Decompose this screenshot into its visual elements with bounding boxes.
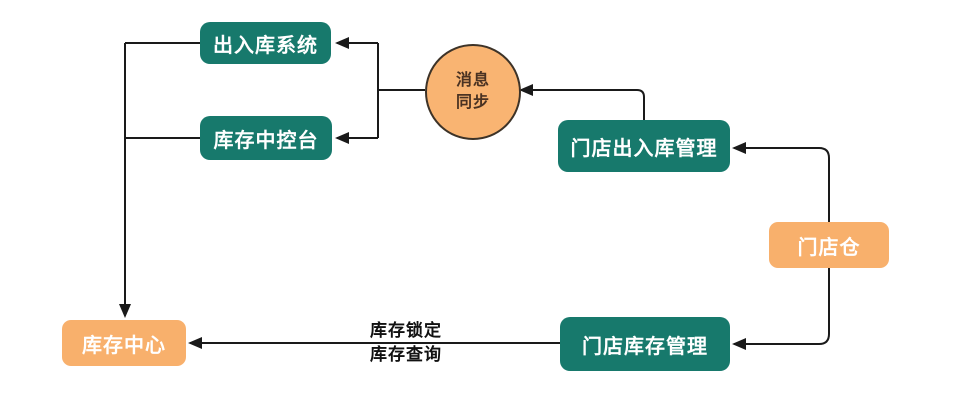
edge-store-warehouse-to-store-io [732,142,830,222]
node-store-warehouse: 门店仓 [769,222,889,268]
node-message-sync: 消息 同步 [425,44,521,140]
node-outbound-system: 出入库系统 [200,22,331,64]
node-store-io-management: 门店出入库管理 [558,120,730,172]
node-inventory-console: 库存中控台 [200,116,332,160]
edge-store-warehouse-to-store-inventory [732,268,830,350]
message-sync-label-line2: 同步 [455,94,490,111]
message-sync-label-line1: 消息 [455,72,490,90]
edge-label-line2: 库存查询 [370,345,442,364]
edge-label-line1: 库存锁定 [370,321,442,340]
node-inventory-center: 库存中心 [62,320,186,366]
node-store-inventory-management: 门店库存管理 [560,317,730,371]
edge-store-io-to-message-sync [519,84,645,120]
edge-label-inventory-lock-query: 库存锁定 库存查询 [370,319,442,367]
